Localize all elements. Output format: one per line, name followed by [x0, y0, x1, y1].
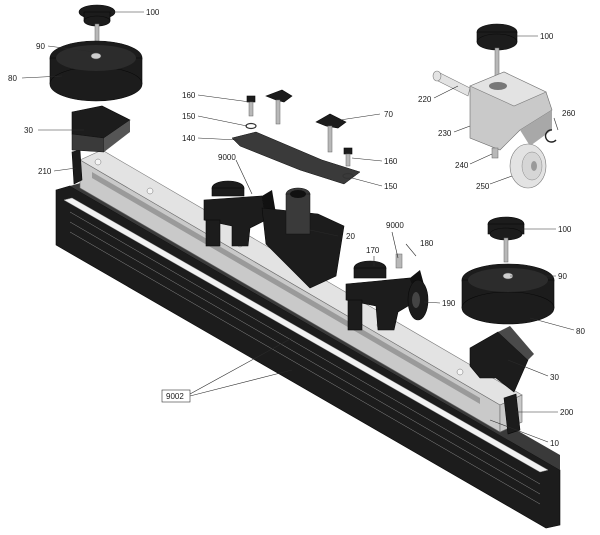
- top-left-weight: [49, 40, 143, 102]
- callout-210: 210: [38, 167, 52, 176]
- left-foot-block: [71, 105, 131, 153]
- knob-100-upper-right: [476, 23, 518, 79]
- callout-90-right: 90: [558, 272, 567, 281]
- top-left-knob: [78, 4, 116, 49]
- callout-160-left: 160: [182, 91, 196, 100]
- callout-240: 240: [455, 161, 469, 170]
- right-foot-block: [469, 326, 534, 393]
- pivot-pin: [432, 70, 471, 97]
- callout-250: 250: [476, 182, 490, 191]
- callout-170: 170: [366, 246, 380, 255]
- knob-100-right: [487, 216, 525, 263]
- screw-160-left: [245, 95, 257, 130]
- callout-150-right: 150: [384, 182, 398, 191]
- callout-9000-right: 9000: [386, 221, 404, 230]
- screw-160-right: [342, 147, 354, 180]
- callout-30-right: 30: [550, 373, 559, 382]
- callout-100-top-left: 100: [146, 8, 160, 17]
- callout-200: 200: [560, 408, 574, 417]
- stop-housing: [469, 71, 553, 151]
- callout-160-right: 160: [384, 157, 398, 166]
- scale-tick-marks: [69, 211, 541, 505]
- callout-9000-left: 9000: [218, 153, 236, 162]
- right-end-cap: [503, 393, 521, 435]
- callout-220: 220: [418, 95, 432, 104]
- callout-30-left: 30: [24, 126, 33, 135]
- callout-90-top-left: 90: [36, 42, 45, 51]
- callout-labels: 100 90 80 30 210 160 150 140 70 160 150 …: [8, 8, 585, 448]
- callout-80-right: 80: [576, 327, 585, 336]
- small-pin: [491, 147, 499, 159]
- callout-230: 230: [438, 129, 452, 138]
- leader-lines: [21, 11, 575, 443]
- clamp-left: [203, 180, 276, 247]
- stop-wheel: [509, 143, 547, 189]
- callout-180: 180: [420, 239, 434, 248]
- left-end-cap: [71, 149, 83, 185]
- callout-80-top-left: 80: [8, 74, 17, 83]
- callout-100-right: 100: [558, 225, 572, 234]
- scale-strip: [55, 182, 561, 529]
- callout-70: 70: [384, 110, 393, 119]
- retaining-clip: [544, 129, 557, 143]
- fence-holder: [261, 187, 345, 289]
- callout-100-upper-right: 100: [540, 32, 554, 41]
- bracket-plate: [231, 131, 361, 185]
- callout-140: 140: [182, 134, 196, 143]
- weight-right: [461, 263, 555, 325]
- callout-10: 10: [550, 439, 559, 448]
- roller-wheel: [407, 279, 429, 321]
- callout-190: 190: [442, 299, 456, 308]
- lever-handle-left: [265, 89, 293, 125]
- lever-handle-70: [315, 113, 347, 153]
- callout-20: 20: [346, 232, 355, 241]
- callout-260: 260: [562, 109, 576, 118]
- callout-9002: 9002: [166, 392, 184, 401]
- callout-150-left: 150: [182, 112, 196, 121]
